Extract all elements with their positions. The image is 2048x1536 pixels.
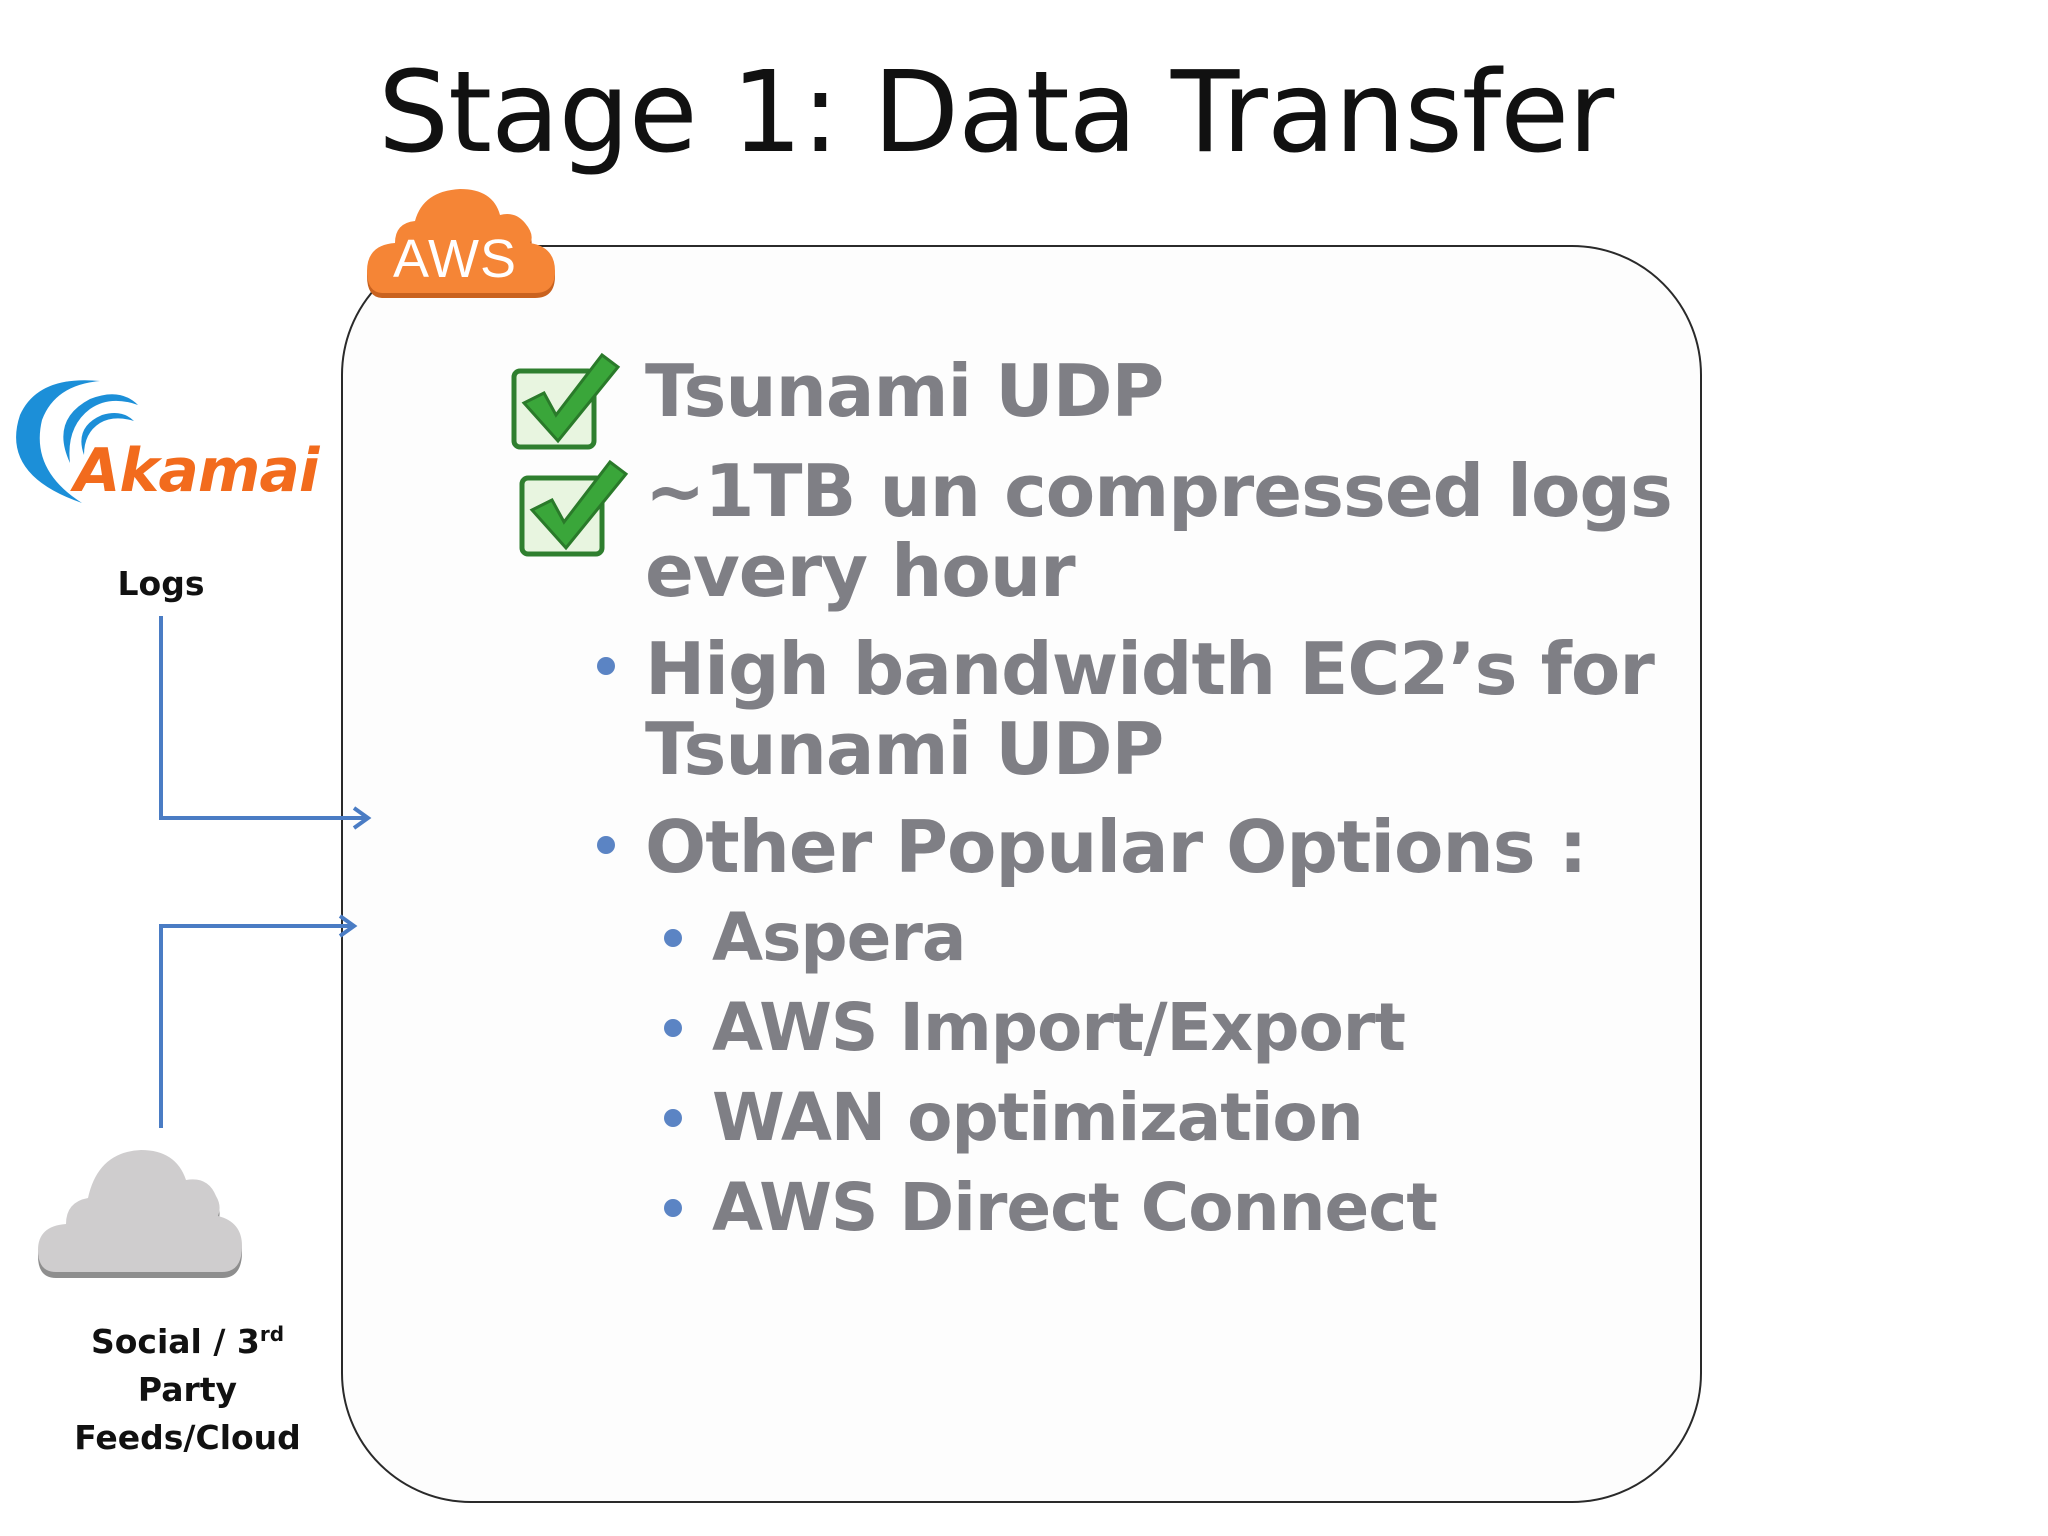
social-arrow bbox=[159, 924, 354, 1128]
social-superscript: rd bbox=[259, 1322, 285, 1346]
option-wan-optimization: WAN optimization bbox=[712, 1079, 1364, 1156]
social-line-3: Feeds/Cloud bbox=[74, 1418, 301, 1457]
logs-label: Logs bbox=[117, 564, 205, 603]
social-line-1: Social / 3 bbox=[90, 1322, 260, 1361]
social-feeds-label: Social / 3rd Party Feeds/Cloud bbox=[60, 1318, 315, 1462]
akamai-wordmark: Akamai bbox=[74, 436, 319, 506]
item-ec2-line1: High bandwidth EC2’s for bbox=[645, 627, 1655, 711]
bullet-dot bbox=[664, 929, 682, 947]
option-aspera: Aspera bbox=[712, 899, 966, 976]
item-logs-volume-line2: every hour bbox=[645, 529, 1076, 613]
checkmark-icon bbox=[511, 352, 621, 450]
item-tsunami-udp: Tsunami UDP bbox=[645, 349, 1164, 433]
option-aws-direct-connect: AWS Direct Connect bbox=[712, 1169, 1438, 1246]
aws-container bbox=[341, 245, 1702, 1503]
logs-arrow bbox=[159, 616, 368, 820]
checkmark-icon bbox=[519, 459, 629, 557]
bullet-dot bbox=[664, 1019, 682, 1037]
aws-label: AWS bbox=[393, 229, 517, 289]
social-line-2: Party bbox=[137, 1370, 238, 1409]
item-ec2-line2: Tsunami UDP bbox=[645, 707, 1164, 791]
cloud-icon bbox=[38, 1150, 242, 1278]
akamai-logo-icon bbox=[16, 380, 139, 503]
bullet-dot bbox=[597, 836, 615, 854]
aws-cloud-icon bbox=[367, 189, 555, 298]
page-title: Stage 1: Data Transfer bbox=[378, 48, 1614, 178]
option-aws-import-export: AWS Import/Export bbox=[712, 989, 1406, 1066]
bullet-dot bbox=[664, 1199, 682, 1217]
bullet-dot bbox=[597, 657, 615, 675]
bullet-dot bbox=[664, 1109, 682, 1127]
item-logs-volume-line1: ~1TB un compressed logs bbox=[645, 449, 1673, 533]
item-other-options: Other Popular Options : bbox=[645, 805, 1587, 889]
